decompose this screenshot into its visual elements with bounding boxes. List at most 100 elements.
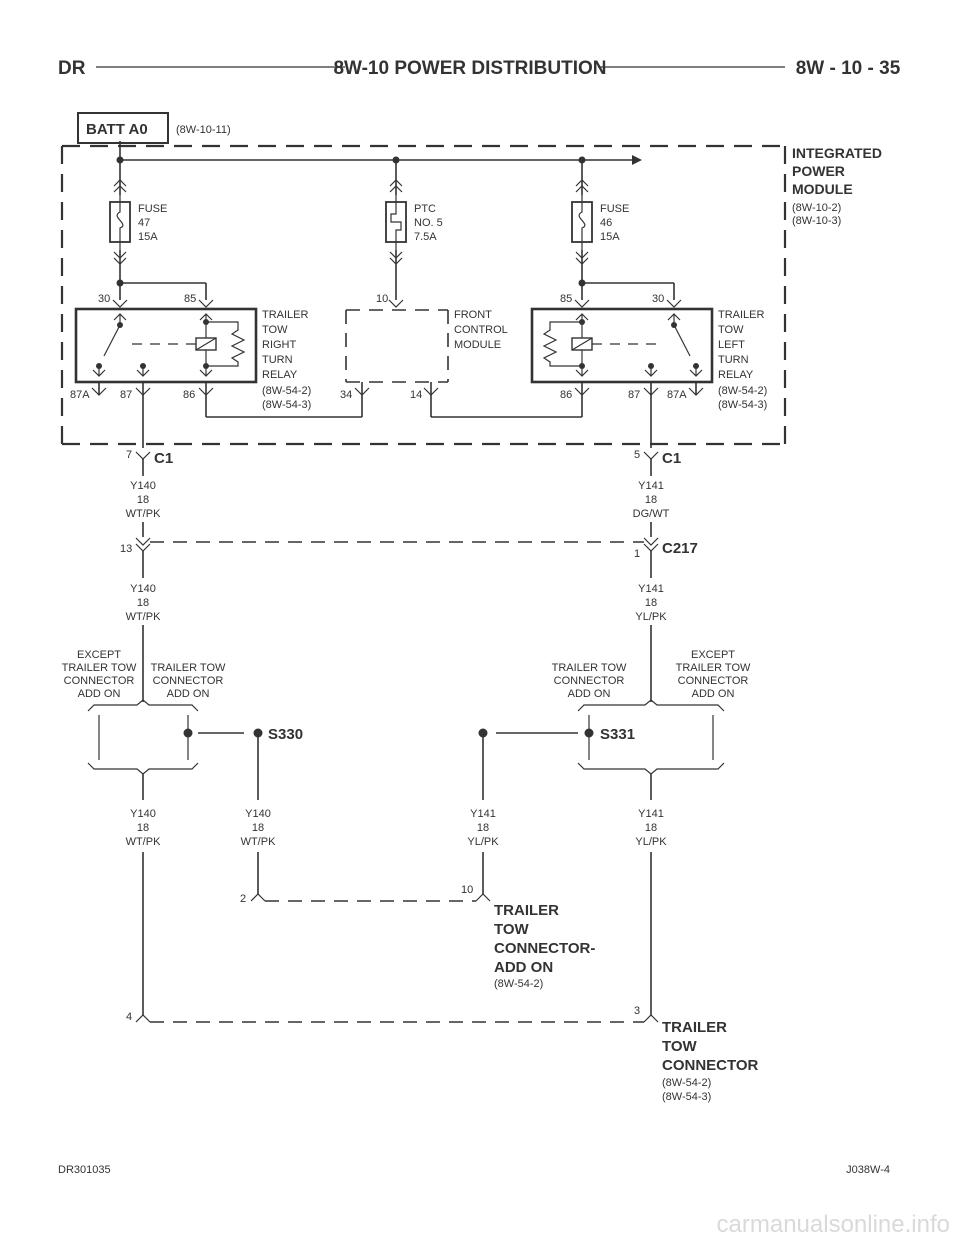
- rr-pin-86: 86: [183, 389, 195, 401]
- svg-text:Y140: Y140: [130, 583, 156, 595]
- svg-text:EXCEPT: EXCEPT: [691, 649, 735, 661]
- svg-text:(8W-54-3): (8W-54-3): [718, 399, 767, 411]
- svg-text:DG/WT: DG/WT: [633, 508, 670, 520]
- tt-pin-4: 4: [126, 1011, 132, 1023]
- svg-text:18: 18: [137, 822, 149, 834]
- rr-pin-30: 30: [98, 293, 110, 305]
- wire-y140-label-1: Y140 18 WT/PK: [126, 480, 161, 520]
- addon-pin-10: 10: [461, 884, 473, 896]
- svg-text:TRAILER TOW: TRAILER TOW: [552, 662, 627, 674]
- rl-pin-86: 86: [560, 389, 572, 401]
- wire-y140-label-2: Y140 18 WT/PK: [126, 583, 161, 623]
- rr-pin-87: 87: [120, 389, 132, 401]
- c1-left-pin: 7: [126, 449, 132, 461]
- fuse-47: [109, 160, 131, 283]
- svg-text:TRAILER: TRAILER: [494, 902, 559, 919]
- svg-text:MODULE: MODULE: [792, 181, 853, 197]
- svg-text:CONNECTOR: CONNECTOR: [554, 675, 625, 687]
- fuse-47-number: 47: [138, 217, 150, 229]
- option-addon-right: TRAILER TOW CONNECTOR ADD ON: [552, 662, 627, 700]
- batt-ref: (8W-10-11): [176, 124, 231, 136]
- ptc-5: [385, 160, 407, 300]
- footer-left-code: DR301035: [58, 1164, 111, 1176]
- trailer-tow-left-turn-relay: [530, 279, 714, 448]
- svg-text:ADD ON: ADD ON: [167, 688, 210, 700]
- splice-s330-label: S330: [268, 726, 303, 743]
- svg-text:TOW: TOW: [718, 324, 744, 336]
- header-left: DR: [58, 58, 86, 79]
- ptc-number: NO. 5: [414, 217, 443, 229]
- trailer-tow-connector: [135, 1014, 659, 1023]
- svg-text:TOW: TOW: [494, 921, 530, 938]
- fuse-46: [571, 160, 593, 283]
- svg-text:YL/PK: YL/PK: [467, 836, 499, 848]
- wire-y141-label-2: Y141 18 YL/PK: [635, 583, 667, 623]
- rl-pin-30: 30: [652, 293, 664, 305]
- svg-text:YL/PK: YL/PK: [635, 611, 667, 623]
- rl-pin-85: 85: [560, 293, 572, 305]
- svg-text:18: 18: [645, 597, 657, 609]
- fuse-47-label: FUSE: [138, 203, 167, 215]
- svg-text:(8W-10-3): (8W-10-3): [792, 215, 841, 227]
- svg-text:CONNECTOR: CONNECTOR: [662, 1057, 759, 1074]
- footer-right-code: J038W-4: [846, 1164, 890, 1176]
- wire-y141-label-1: Y141 18 DG/WT: [633, 480, 670, 520]
- fuse-46-number: 46: [600, 217, 612, 229]
- svg-text:(8W-54-2): (8W-54-2): [718, 385, 767, 397]
- svg-text:TRAILER TOW: TRAILER TOW: [676, 662, 751, 674]
- svg-text:TRAILER: TRAILER: [718, 309, 765, 321]
- svg-text:FRONT: FRONT: [454, 309, 492, 321]
- fcm-pin-34: 34: [340, 389, 352, 401]
- tt-pin-3: 3: [634, 1005, 640, 1017]
- svg-text:TRAILER TOW: TRAILER TOW: [62, 662, 137, 674]
- svg-text:TOW: TOW: [262, 324, 288, 336]
- svg-text:POWER: POWER: [792, 163, 845, 179]
- fuse-46-label: FUSE: [600, 203, 629, 215]
- svg-text:Y140: Y140: [130, 480, 156, 492]
- svg-text:CONNECTOR: CONNECTOR: [678, 675, 749, 687]
- svg-text:18: 18: [645, 494, 657, 506]
- svg-text:CONNECTOR: CONNECTOR: [153, 675, 224, 687]
- c1-right-pin: 5: [634, 449, 640, 461]
- fcm-pin-14: 14: [410, 389, 422, 401]
- svg-text:EXCEPT: EXCEPT: [77, 649, 121, 661]
- svg-text:WT/PK: WT/PK: [126, 611, 161, 623]
- svg-text:(8W-10-2): (8W-10-2): [792, 202, 841, 214]
- svg-text:WT/PK: WT/PK: [126, 508, 161, 520]
- svg-text:TOW: TOW: [662, 1038, 698, 1055]
- wire-y140-label-4: Y140 18 WT/PK: [241, 808, 276, 848]
- rl-pin-87: 87: [628, 389, 640, 401]
- c217-pin-1: 1: [634, 548, 640, 560]
- c217-label: C217: [662, 540, 698, 557]
- svg-text:Y141: Y141: [638, 583, 664, 595]
- addon-pin-2: 2: [240, 893, 246, 905]
- svg-text:18: 18: [645, 822, 657, 834]
- svg-text:WT/PK: WT/PK: [126, 836, 161, 848]
- wire-y141-label-3: Y141 18 YL/PK: [467, 808, 499, 848]
- c1-left-label: C1: [154, 450, 173, 467]
- option-addon-left: TRAILER TOW CONNECTOR ADD ON: [151, 662, 226, 700]
- rr-pin-87a: 87A: [70, 389, 90, 401]
- svg-text:RIGHT: RIGHT: [262, 339, 297, 351]
- fuse-46-rating: 15A: [600, 231, 620, 243]
- option-bracket-right: [496, 699, 725, 775]
- ipm-title: INTEGRATED POWER MODULE (8W-10-2) (8W-10…: [792, 145, 882, 227]
- svg-text:TRAILER: TRAILER: [662, 1019, 727, 1036]
- batt-label: BATT A0: [86, 121, 148, 138]
- option-bracket-left: [87, 699, 244, 775]
- svg-text:TURN: TURN: [718, 354, 749, 366]
- svg-text:Y141: Y141: [638, 480, 664, 492]
- svg-text:RELAY: RELAY: [262, 369, 298, 381]
- fuse-47-rating: 15A: [138, 231, 158, 243]
- header-page: 8W - 10 - 35: [796, 58, 901, 79]
- svg-text:TRAILER: TRAILER: [262, 309, 309, 321]
- svg-text:CONNECTOR: CONNECTOR: [64, 675, 135, 687]
- front-control-module: [206, 299, 582, 418]
- tt-title: TRAILER TOW CONNECTOR (8W-54-2) (8W-54-3…: [662, 1019, 759, 1103]
- wire-y141-label-4: Y141 18 YL/PK: [635, 808, 667, 848]
- trailer-tow-right-turn-relay: [74, 279, 258, 448]
- wire-y140-label-3: Y140 18 WT/PK: [126, 808, 161, 848]
- svg-text:Y140: Y140: [130, 808, 156, 820]
- svg-text:Y141: Y141: [638, 808, 664, 820]
- splice-s331-label: S331: [600, 726, 635, 743]
